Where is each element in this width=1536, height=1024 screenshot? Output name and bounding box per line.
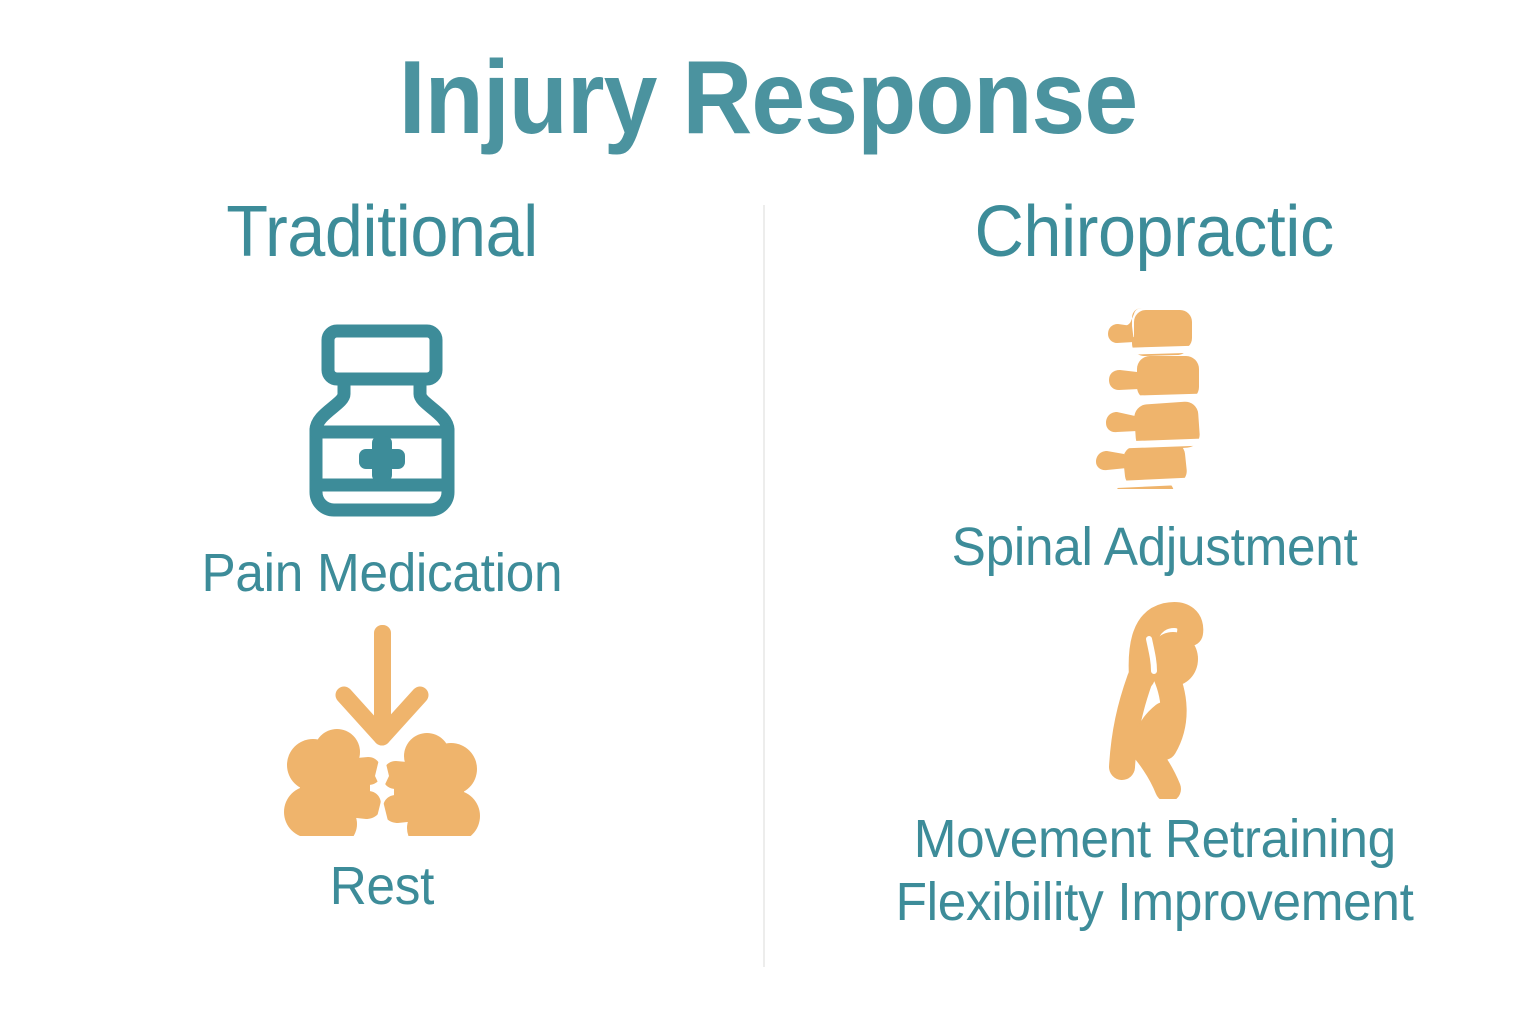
column-heading-chiropractic: Chiropractic	[974, 192, 1335, 272]
column-divider	[763, 205, 765, 967]
column-heading-traditional: Traditional	[225, 192, 538, 272]
column-traditional: Traditional	[0, 196, 763, 917]
item-label-flexibility-improvement: Flexibility Improvement	[895, 871, 1414, 932]
column-chiropractic: Chiropractic	[773, 196, 1536, 932]
stretching-person-icon	[1080, 599, 1230, 800]
item-label-movement-retraining: Movement Retraining	[913, 809, 1396, 870]
pill-bottle-icon	[302, 322, 462, 517]
head-shape	[1147, 632, 1198, 687]
bone-fragment-left	[283, 729, 381, 837]
down-arrow-icon	[335, 625, 428, 746]
item-label-pain-medication: Pain Medication	[201, 543, 562, 603]
bone-fragment-right	[382, 733, 480, 837]
spine-vertebrae-icon	[1089, 304, 1220, 489]
item-label-spinal-adjustment: Spinal Adjustment	[951, 517, 1358, 577]
item-label-rest: Rest	[329, 856, 434, 917]
down-arrow-broken-bone-icon	[282, 621, 482, 837]
page-title: Injury Response	[398, 40, 1138, 156]
